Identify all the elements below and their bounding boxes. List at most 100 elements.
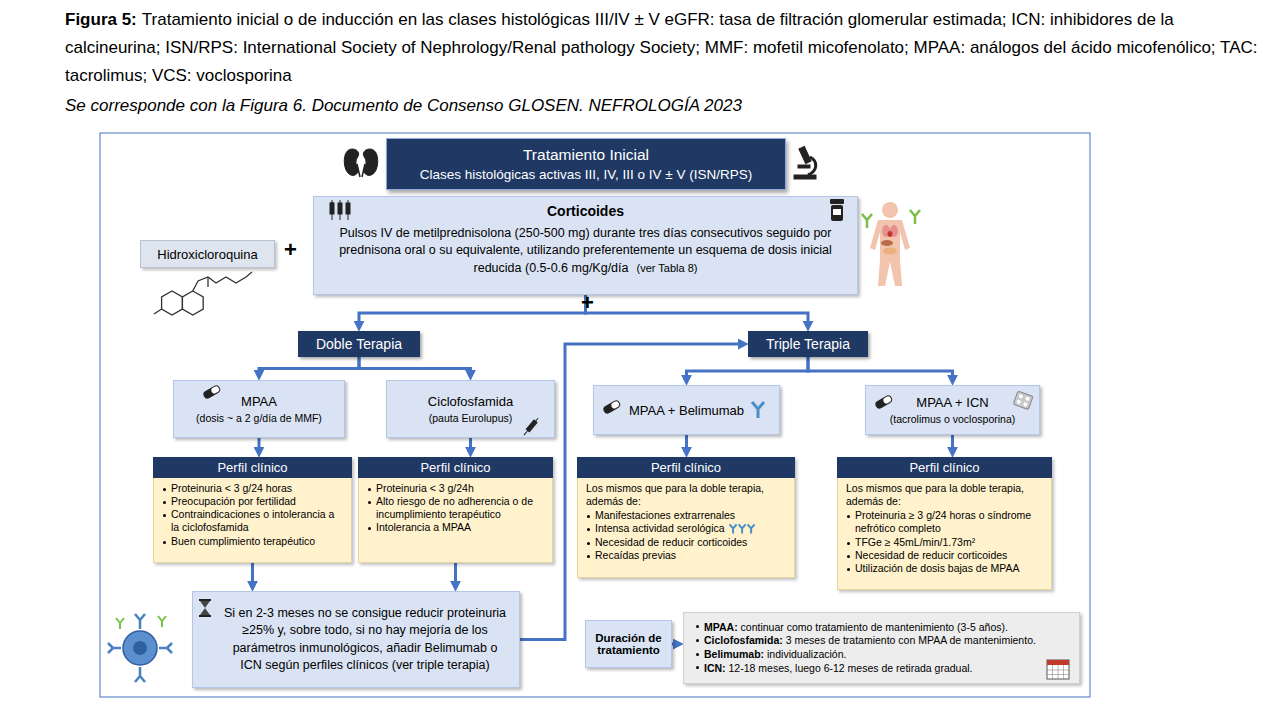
pill-bottle-icon	[830, 199, 844, 221]
profile-text: Proteinuria ≥ 3 g/24 horas o síndrome ne…	[855, 509, 1043, 535]
kidney-icon	[357, 164, 365, 177]
pill-icon	[874, 394, 894, 410]
blister-icon	[1013, 391, 1033, 410]
bullet-dot	[163, 488, 166, 491]
syringe-icon	[524, 418, 538, 435]
kidney-icon	[344, 149, 377, 177]
duration-item: Belimumab:individualización.	[696, 648, 1067, 662]
bullet-dot	[847, 555, 850, 558]
box-label: Tratamiento Inicial	[395, 146, 777, 164]
box-sublabel: (pauta Eurolupus)	[395, 412, 546, 424]
blister-icon	[1013, 391, 1033, 410]
bullet-dot	[847, 568, 850, 571]
light-box: MPAA(dosis ~ a 2 g/día de MMF)	[173, 380, 345, 438]
microscope-icon	[798, 165, 810, 168]
bullet-dot	[847, 542, 850, 545]
table-reference: (ver Tabla 8)	[637, 262, 698, 274]
profile-item: Necesidad de reducir corticoides	[586, 536, 786, 549]
syringe-icon	[338, 203, 342, 214]
human-body	[881, 240, 893, 246]
profile-item: TFGe ≥ 45mL/min/1.73m²	[846, 536, 1043, 549]
connector-arrow	[454, 563, 457, 583]
calendar-icon	[1047, 660, 1069, 679]
connector-arrow	[359, 295, 586, 323]
box-sublabel: Clases histológicas activas III, IV, III…	[395, 167, 777, 182]
connector-arrow	[687, 357, 809, 377]
profile-item: Intensa actividad serológica	[586, 522, 786, 535]
perfil-box: Perfil clínicoProteinuria < 3 g/24 horas…	[153, 457, 352, 563]
kidney-icon	[363, 149, 377, 175]
pill-bottle-icon	[831, 205, 843, 221]
box-sublabel: (dosis ~ a 2 g/día de MMF)	[182, 412, 336, 424]
human-body	[870, 220, 910, 286]
hourglass-icon	[199, 615, 211, 617]
hydroxychloroquine-molecule	[154, 309, 162, 314]
immune-cell	[116, 618, 124, 629]
light-box: MPAA + Belimumab	[593, 385, 780, 435]
plus-sign: +	[581, 291, 594, 315]
bullet-dot	[368, 488, 371, 491]
bullet-dot	[696, 639, 699, 642]
box-sublabel: (tacrolimus o voclosporina)	[874, 413, 1031, 425]
profile-text: Necesidad de reducir corticoides	[855, 549, 1007, 562]
perfil-box: Perfil clínicoLos mismos que para la dob…	[837, 457, 1052, 590]
profile-title: Perfil clínico	[581, 460, 791, 475]
profile-text: Buen cumplimiento terapéutico	[171, 535, 315, 548]
syringe-icon	[330, 200, 334, 220]
connector-arrow	[808, 357, 953, 377]
profile-text: TFGe ≥ 45mL/min/1.73m²	[855, 536, 975, 549]
connector-arrow	[359, 357, 471, 372]
profile-text: Preocupación por fertilidad	[171, 495, 296, 508]
box-heading: Corticoides	[328, 203, 843, 219]
syringe-icon	[330, 200, 350, 220]
bullet-dot	[163, 541, 166, 544]
box-label: Hidroxicloroquina	[149, 247, 266, 262]
antibody-icon	[752, 402, 764, 418]
caption-text: Tratamiento inicial o de inducción en la…	[65, 10, 1257, 85]
cortico-box: CorticoidesPulsos IV de metilprednisolon…	[313, 196, 858, 295]
microscope-icon	[794, 175, 816, 179]
light-small-box: Duración de tratamiento	[585, 620, 672, 668]
navy-box: Triple Terapia	[748, 331, 868, 357]
perfil-box: Perfil clínicoProteinuria < 3 g/24hAlto …	[358, 457, 553, 563]
profile-text: Proteinuria < 3 g/24 horas	[171, 482, 292, 495]
immune-cell	[135, 667, 145, 682]
calendar-icon	[1047, 665, 1069, 679]
profile-item: Contraindicaciones o intolerancia a la c…	[162, 508, 343, 534]
immune-cell	[133, 641, 147, 655]
blister-icon	[1025, 396, 1030, 401]
profile-header: Perfil clínico	[837, 457, 1052, 478]
duration-item: MPAA:continuar como tratamiento de mante…	[696, 621, 1067, 635]
hydroxychloroquine-molecule	[207, 277, 208, 287]
caption-block: Figura 5:Tratamiento inicial o de inducc…	[65, 6, 1270, 90]
box-label: Si en 2-3 meses no se consigue reducir p…	[223, 605, 507, 675]
human-body	[910, 210, 920, 224]
hydroxychloroquine-molecule	[182, 291, 203, 315]
profile-item: Necesidad de reducir corticoides	[846, 549, 1043, 562]
caption-note-block: Se corresponde con la Figura 6. Document…	[65, 92, 1270, 120]
duration-drug: ICN:	[704, 662, 726, 674]
duration-text: 3 meses de tratamiento con MPAA de mante…	[786, 634, 1036, 646]
profile-title: Perfil clínico	[362, 460, 549, 475]
profile-item: Recaídas previas	[586, 549, 786, 562]
pill-icon	[202, 384, 222, 400]
syringe-icon	[526, 420, 537, 432]
profile-item: Buen cumplimiento terapéutico	[162, 535, 343, 548]
body-text: Pulsos IV de metilprednisolona (250-500 …	[339, 226, 832, 275]
profile-header: Perfil clínico	[577, 457, 795, 478]
antibody-icons	[730, 524, 737, 533]
bullet-dot	[587, 555, 590, 558]
profile-text: Los mismos que para la doble terapia, ad…	[846, 482, 1024, 507]
profile-title: Perfil clínico	[841, 460, 1048, 475]
duration-text: individualización.	[767, 648, 846, 660]
profile-header: Perfil clínico	[153, 457, 352, 478]
box-label: Doble Terapia	[304, 336, 414, 352]
immune-cell	[108, 614, 172, 682]
duration-item: ICN:12-18 meses, luego 6-12 meses de ret…	[696, 662, 1067, 676]
human-body	[882, 202, 898, 218]
syringe-icon	[330, 203, 334, 214]
pill-icon	[202, 384, 222, 400]
immune-cell	[123, 631, 157, 665]
bullet-dot	[847, 515, 850, 518]
hourglass-icon	[199, 599, 211, 601]
